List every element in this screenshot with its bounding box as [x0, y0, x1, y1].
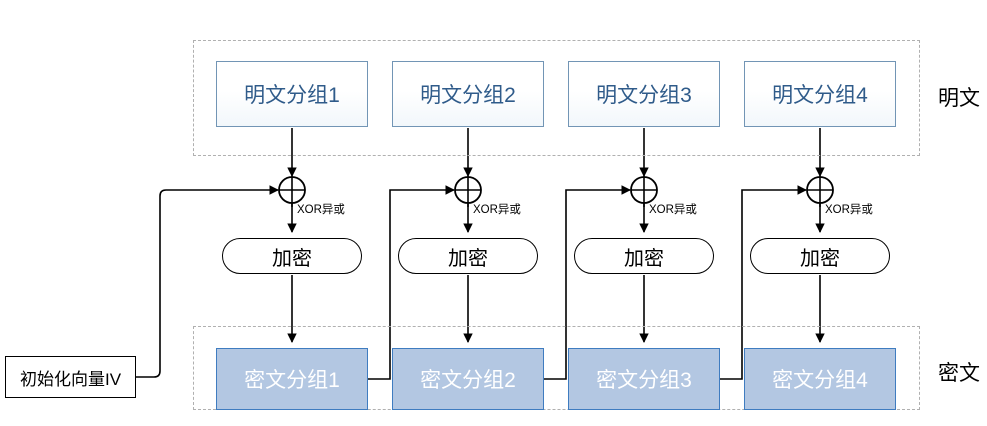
xor-label-2: XOR异或: [473, 204, 521, 216]
encrypt-block-2[interactable]: 加密: [398, 238, 538, 274]
encrypt-block-4[interactable]: 加密: [750, 238, 890, 274]
xor-label-4: XOR异或: [825, 204, 873, 216]
ciphertext-block-3[interactable]: 密文分组3: [568, 348, 720, 410]
xor-label-3: XOR异或: [649, 204, 697, 216]
ciphertext-block-1[interactable]: 密文分组1: [216, 348, 368, 410]
plaintext-block-1[interactable]: 明文分组1: [216, 61, 368, 127]
ciphertext-block-2[interactable]: 密文分组2: [392, 348, 544, 410]
plaintext-block-4[interactable]: 明文分组4: [744, 61, 896, 127]
plaintext-group-box: [193, 40, 920, 156]
encrypt-block-1[interactable]: 加密: [222, 238, 362, 274]
plaintext-block-2[interactable]: 明文分组2: [392, 61, 544, 127]
ciphertext-group-box: [193, 326, 920, 410]
cipher3-to-xor4-path: [720, 185, 807, 380]
ciphertext-group-label: 密文: [938, 362, 980, 385]
plaintext-group-label: 明文: [938, 87, 980, 110]
xor-label-1: XOR异或: [297, 204, 345, 216]
iv-block[interactable]: 初始化向量IV: [5, 356, 136, 398]
encrypt-block-3[interactable]: 加密: [574, 238, 714, 274]
ciphertext-block-4[interactable]: 密文分组4: [744, 348, 896, 410]
cipher2-to-xor3-path: [544, 185, 631, 380]
iv-to-xor-path: [136, 185, 279, 378]
plaintext-block-3[interactable]: 明文分组3: [568, 61, 720, 127]
cipher1-to-xor2-path: [368, 185, 455, 380]
